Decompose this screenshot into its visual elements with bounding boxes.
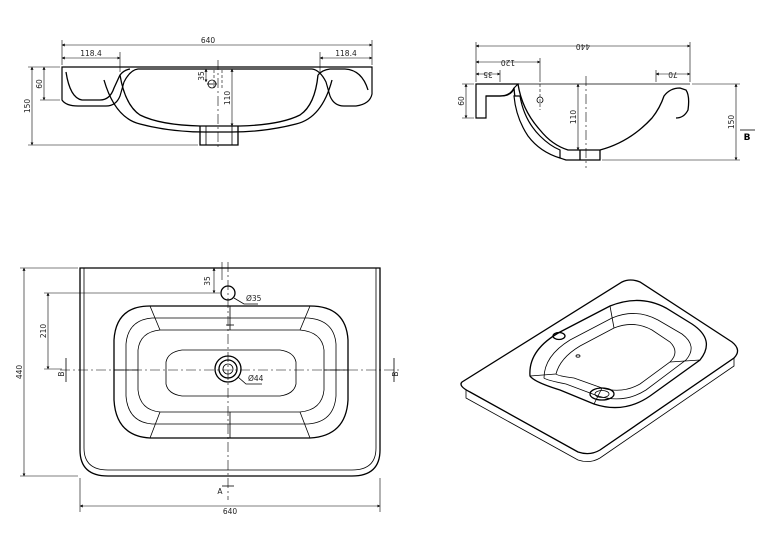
plan-tap-from-back-dim: 35 bbox=[203, 276, 212, 286]
plan-overall-depth-dim: 440 bbox=[15, 365, 24, 380]
side-back-step-dim: 35 bbox=[483, 70, 493, 79]
side-overall-height-dim: 150 bbox=[727, 115, 736, 130]
front-bowl-depth-dim: 110 bbox=[223, 91, 232, 106]
plan-section-mark-bottom: A bbox=[217, 487, 223, 496]
plan-overall-width-dim: 640 bbox=[223, 507, 238, 516]
side-bowl-depth-dim: 110 bbox=[569, 110, 578, 125]
side-rim-height-dim: 60 bbox=[457, 96, 466, 106]
front-overall-width-dim: 640 bbox=[201, 36, 216, 45]
plan-waste-diameter: Ø44 bbox=[248, 374, 264, 383]
plan-tap-hole-diameter: Ø35 bbox=[246, 294, 262, 303]
front-left-rim-dim: 118.4 bbox=[80, 49, 102, 58]
side-front-rim-dim: 70 bbox=[668, 70, 678, 79]
front-rim-height-dim: 60 bbox=[35, 79, 44, 89]
front-section-view: 640 118.4 118.4 150 60 35 110 bbox=[23, 36, 373, 150]
plan-section-mark-right: B bbox=[391, 371, 400, 376]
front-right-rim-dim: 118.4 bbox=[335, 49, 357, 58]
side-back-offset-dim: 120 bbox=[501, 58, 516, 67]
side-overall-depth-dim: 440 bbox=[576, 42, 591, 51]
plan-tap-to-waste-dim: 210 bbox=[39, 324, 48, 339]
front-overall-height-dim: 150 bbox=[23, 99, 32, 114]
plan-section-mark-left: B bbox=[57, 371, 66, 376]
front-tap-hole-dim: 35 bbox=[197, 71, 206, 81]
perspective-view bbox=[460, 279, 739, 462]
side-section-marker: B bbox=[744, 133, 751, 143]
side-section-view: 440 120 35 70 60 110 150 B bbox=[457, 42, 755, 168]
plan-view: 35 Ø35 Ø44 210 440 640 B B A bbox=[15, 262, 400, 516]
